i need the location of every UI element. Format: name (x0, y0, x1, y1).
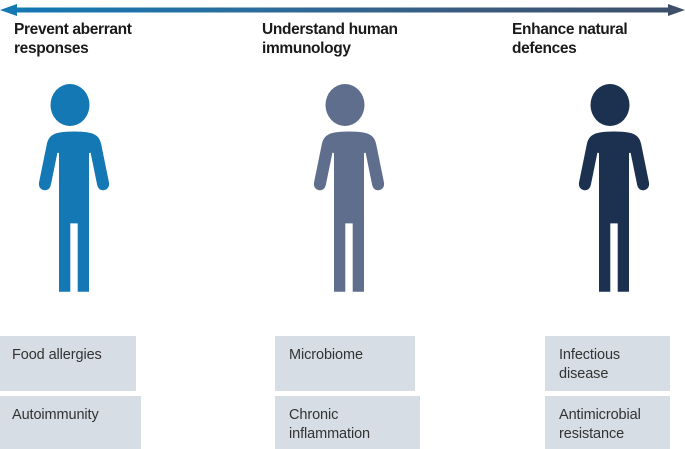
label-box-autoimmunity: Autoimmunity (0, 396, 141, 449)
person-figure-body (313, 84, 385, 292)
arrow-shaft (14, 7, 671, 13)
arrow-head-left-icon (0, 4, 17, 16)
column-heading-prevent-aberrant-responses: Prevent aberrant responses (14, 21, 132, 57)
column-heading-understand-human-immunology: Understand human immunology (262, 21, 398, 57)
label-box-food-allergies: Food allergies (0, 336, 136, 391)
label-box-antimicrobial-resistance: Antimicrobial resistance (545, 396, 670, 449)
person-figure-icon-understand-human-immunology (313, 84, 385, 292)
label-box-chronic-inflammation: Chronic inflammation (275, 396, 420, 449)
label-box-infectious-disease: Infectious disease (545, 336, 670, 391)
person-figure-icon-prevent-aberrant-responses (38, 84, 110, 292)
arrow-head-right-icon (668, 4, 685, 16)
person-figure-body (38, 84, 110, 292)
label-box-microbiome: Microbiome (275, 336, 415, 391)
person-figure-icon-enhance-natural-defences (578, 84, 650, 292)
column-heading-enhance-natural-defences: Enhance natural defences (512, 21, 628, 57)
spectrum-arrow (0, 4, 685, 16)
person-figure-body (578, 84, 650, 292)
